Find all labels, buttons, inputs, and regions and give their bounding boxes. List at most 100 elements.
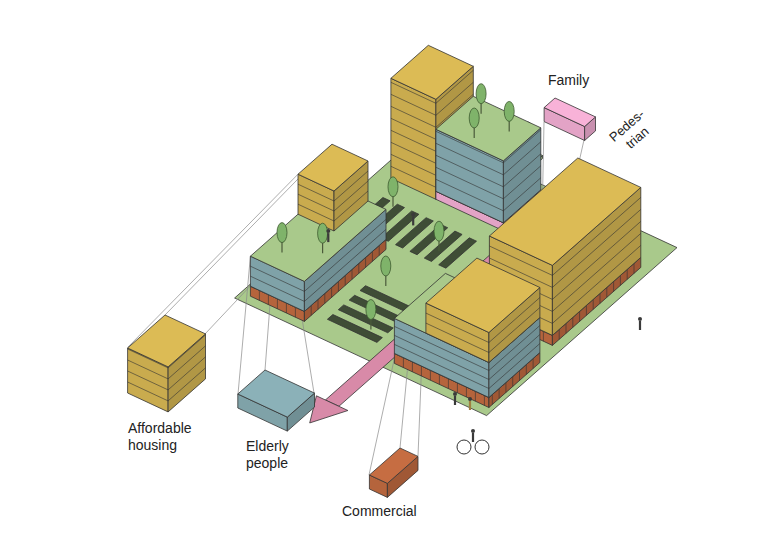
- person-head: [326, 229, 330, 233]
- line: [334, 191, 368, 221]
- line: [512, 377, 513, 387]
- line: [128, 349, 169, 368]
- tree: [318, 223, 328, 243]
- person-head: [638, 317, 642, 321]
- legend-swatch: [369, 448, 418, 497]
- line: [391, 106, 436, 127]
- line: [391, 94, 436, 115]
- line: [391, 154, 436, 175]
- line: [436, 143, 504, 175]
- top-face: [544, 98, 595, 127]
- line: [238, 256, 250, 394]
- line: [334, 171, 368, 201]
- line: [400, 365, 408, 448]
- line: [559, 329, 560, 339]
- line: [552, 233, 640, 311]
- line: [352, 269, 353, 279]
- line: [128, 371, 169, 390]
- top-face: [489, 158, 640, 265]
- line: [639, 321, 641, 330]
- line: [418, 371, 421, 456]
- bicycle-wheel: [457, 440, 471, 454]
- line: [620, 275, 621, 285]
- line: [526, 365, 527, 375]
- line: [489, 298, 540, 343]
- line: [298, 184, 334, 201]
- line: [503, 130, 540, 163]
- line: [489, 308, 540, 353]
- line: [572, 317, 573, 327]
- line: [298, 204, 334, 221]
- line: [295, 307, 296, 317]
- line: [391, 118, 436, 139]
- line: [586, 305, 587, 315]
- line: [503, 166, 540, 199]
- tree: [476, 84, 486, 104]
- line: [345, 275, 346, 285]
- path-label: Pedes- trian: [604, 104, 661, 159]
- line: [391, 82, 436, 103]
- line: [439, 374, 440, 384]
- tree: [277, 223, 287, 243]
- line: [421, 366, 422, 376]
- person-head: [468, 397, 472, 401]
- line: [372, 251, 373, 261]
- line: [365, 257, 366, 267]
- tree: [469, 108, 479, 128]
- line: [454, 396, 456, 405]
- line: [436, 131, 504, 163]
- line: [412, 216, 414, 225]
- legend-swatch: [128, 315, 206, 412]
- line: [503, 142, 540, 175]
- line: [505, 383, 506, 393]
- line: [379, 245, 380, 255]
- line: [436, 179, 504, 211]
- tree: [504, 101, 514, 121]
- tree: [366, 300, 376, 320]
- line: [250, 276, 304, 301]
- line: [519, 371, 520, 381]
- top-face: [128, 315, 206, 367]
- line: [627, 269, 628, 279]
- line: [613, 281, 614, 291]
- line: [436, 167, 504, 199]
- line: [552, 245, 640, 323]
- line: [552, 197, 640, 275]
- line: [436, 155, 504, 187]
- top-face: [298, 144, 368, 191]
- tree: [388, 177, 398, 197]
- top-face: [238, 370, 315, 417]
- person-head: [453, 392, 457, 396]
- tree: [381, 256, 391, 276]
- legend-label: Family: [548, 72, 589, 89]
- line: [593, 299, 594, 309]
- line: [552, 209, 640, 287]
- line: [327, 233, 329, 242]
- path-arrowhead: [310, 396, 348, 423]
- line: [430, 370, 431, 380]
- person-head: [411, 212, 415, 216]
- line: [334, 181, 368, 211]
- line: [168, 346, 205, 379]
- line: [492, 395, 493, 405]
- line: [128, 360, 169, 379]
- line: [318, 299, 319, 309]
- line: [503, 154, 540, 187]
- line: [358, 263, 359, 273]
- line: [426, 313, 489, 342]
- bicycle-wheel: [475, 440, 489, 454]
- legend-swatches: [128, 98, 596, 497]
- line: [606, 287, 607, 297]
- legend-label: Commercial: [342, 503, 417, 520]
- tree: [434, 221, 444, 241]
- line: [324, 293, 325, 303]
- line: [403, 358, 404, 368]
- line: [579, 311, 580, 321]
- legend-label: Elderly people: [246, 438, 308, 472]
- line: [484, 395, 485, 405]
- line: [391, 142, 436, 163]
- legend-label: Affordable housing: [128, 420, 210, 454]
- line: [457, 383, 458, 393]
- line: [472, 433, 474, 442]
